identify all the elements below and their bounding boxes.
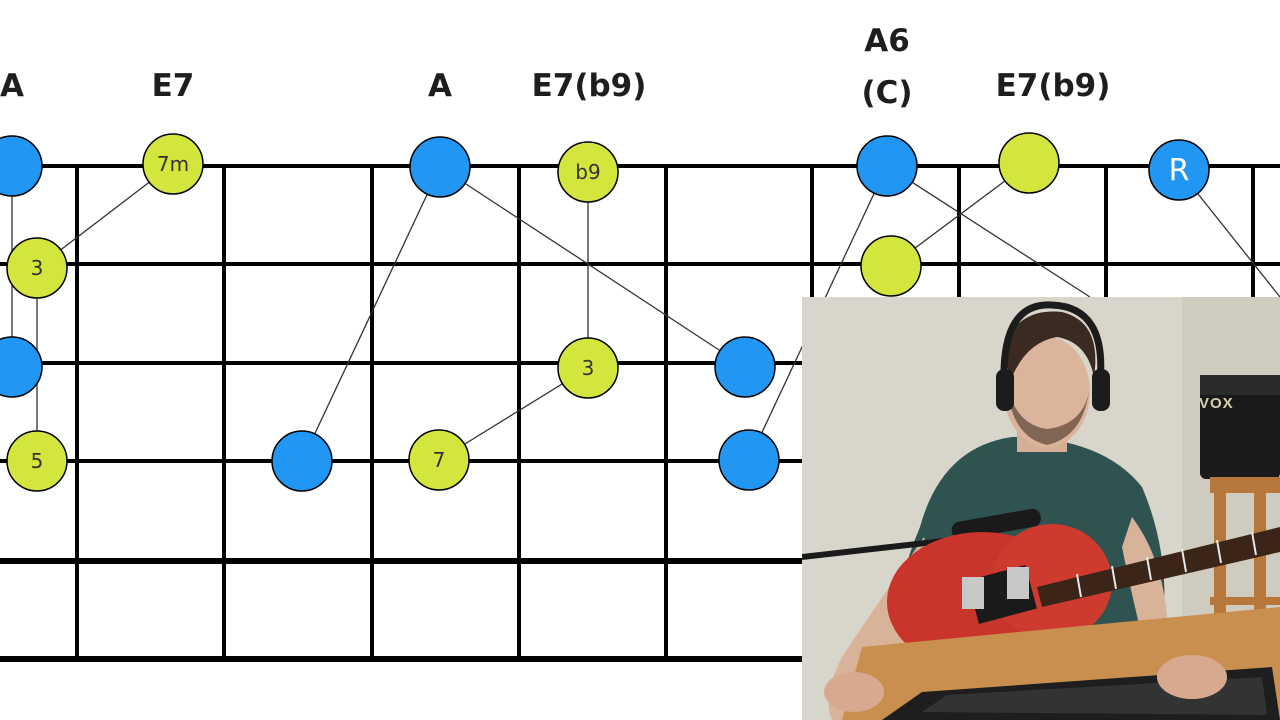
note-a-root-1 <box>0 135 43 197</box>
note-e7b9-b9 <box>557 141 619 203</box>
stool-icon <box>1210 477 1280 643</box>
webcam-scene <box>802 297 1280 720</box>
chord-label-a-1: A <box>0 68 24 104</box>
amp-icon <box>1200 375 1280 479</box>
note-e7b9-2-tone-1 <box>998 132 1060 194</box>
headphones-icon <box>1000 301 1105 383</box>
microphone-icon <box>802 508 1041 560</box>
note-e7-5 <box>6 430 68 492</box>
amp-brand-label: VOX <box>1199 395 1234 412</box>
note-a-tone-6 <box>718 429 780 491</box>
note-label-3: 3 <box>31 256 44 280</box>
chord-label-e7b9-1: E7(b9) <box>531 68 647 104</box>
chord-label-a6: A6 <box>864 23 910 59</box>
note-root-r <box>1148 139 1210 201</box>
webcam-overlay: VOX <box>802 297 1280 720</box>
note-e7b9-7 <box>408 429 470 491</box>
note-e7-3 <box>6 237 68 299</box>
note-e7-7m <box>142 133 204 195</box>
chord-label-e7b9-2: E7(b9) <box>995 68 1111 104</box>
guitar-icon <box>887 524 1280 672</box>
note-label-root: R <box>1169 154 1190 189</box>
note-label-3-b: 3 <box>582 356 595 380</box>
chord-label-e7: E7 <box>151 68 195 104</box>
note-labels: 7m 3 5 b9 3 7 R <box>31 152 1190 473</box>
note-label-b9: b9 <box>575 160 600 184</box>
note-a-tone-4 <box>409 136 471 198</box>
note-label-7m: 7m <box>157 152 189 176</box>
note-e7b9-2-tone-2 <box>860 235 922 297</box>
chord-label-c: (C) <box>861 75 913 111</box>
note-a-tone-5 <box>714 336 776 398</box>
note-a-tone-3 <box>271 430 333 492</box>
note-a-tone-2 <box>0 336 43 398</box>
note-label-5: 5 <box>31 449 44 473</box>
chord-label-a-2: A <box>428 68 452 104</box>
note-a6-tone-1 <box>856 135 918 197</box>
fretboard-strings <box>0 164 1280 662</box>
note-markers <box>0 132 1210 492</box>
note-e7b9-3 <box>557 337 619 399</box>
note-label-7: 7 <box>433 448 446 472</box>
